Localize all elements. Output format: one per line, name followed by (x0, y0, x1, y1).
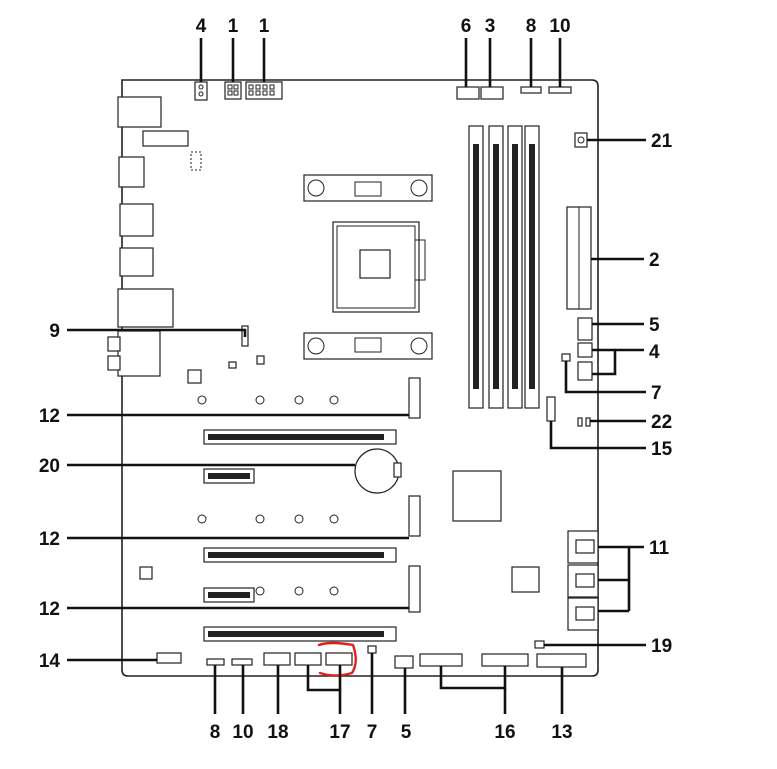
callout-left-14: 14 (39, 651, 61, 672)
pcie-x16-slot-2 (203, 547, 397, 563)
cpu-power-connector-8pin (245, 81, 283, 100)
pcie-x16-slot-1 (203, 429, 397, 445)
rear-io-panel (107, 96, 202, 377)
chipset (452, 470, 502, 522)
jumper-right-7 (561, 353, 571, 362)
callout-bottom-5: 5 (401, 722, 412, 743)
callout-top-6: 6 (461, 16, 472, 37)
led-header-bottom-10 (231, 658, 253, 666)
m2-vertical-connector-15 (546, 396, 556, 422)
sata-ports (567, 530, 599, 631)
callout-bottom-8: 8 (210, 722, 221, 743)
led-header-bottom-8 (206, 658, 225, 666)
m2-slot-3 (255, 565, 421, 613)
highlight-circle (317, 641, 357, 677)
led-header-top-8 (520, 86, 542, 94)
small-components-left (139, 355, 265, 580)
fan-header-top-6 (456, 86, 480, 100)
callout-top-1a: 1 (228, 16, 239, 37)
callout-right-21: 21 (651, 131, 673, 152)
callout-right-5: 5 (649, 315, 660, 336)
callout-top-4: 4 (196, 16, 207, 37)
callout-right-2: 2 (649, 250, 660, 271)
cpu-retention-bracket-top (303, 174, 433, 202)
callout-left-20: 20 (39, 456, 60, 477)
callout-left-12b: 12 (39, 529, 60, 550)
m2-slot-2 (197, 495, 421, 537)
header-bottom-13 (536, 653, 587, 668)
callout-right-22: 22 (651, 412, 672, 433)
pcie-x16-slot-3 (203, 626, 397, 642)
headers-bottom-17 (294, 652, 353, 666)
pcie-x1-slot-2 (203, 587, 255, 603)
callout-bottom-17: 17 (329, 722, 350, 743)
cpu-retention-bracket-bottom (303, 332, 433, 360)
jumper-right-19 (534, 640, 545, 649)
callout-right-19: 19 (651, 636, 672, 657)
fan-header-right-5 (577, 317, 593, 341)
callout-bottom-10: 10 (232, 722, 253, 743)
fan-header-bottom-5 (394, 655, 414, 669)
leader-lines (67, 38, 646, 714)
m2-slot-1 (197, 377, 421, 419)
fan-headers-right-4 (577, 342, 593, 381)
callout-left-9: 9 (49, 321, 60, 342)
cpu-socket (332, 221, 426, 313)
callout-bottom-16: 16 (494, 722, 515, 743)
callout-bottom-18: 18 (267, 722, 288, 743)
atx-24pin-connector (566, 206, 592, 310)
callout-top-10: 10 (549, 16, 570, 37)
jumper-bottom-7 (367, 645, 377, 654)
callout-top-8: 8 (526, 16, 537, 37)
cmos-battery (354, 448, 402, 494)
cpu-fan-header-top (194, 81, 208, 101)
header-bottom-18 (263, 652, 291, 666)
header-bottom-14 (156, 652, 182, 664)
callout-left-12c: 12 (39, 599, 60, 620)
callout-right-11: 11 (649, 538, 670, 559)
small-ic (511, 566, 540, 593)
pcie-x1-slot-1 (203, 468, 255, 484)
dimm-slots (468, 125, 540, 409)
callout-right-4: 4 (649, 342, 660, 363)
callout-right-15: 15 (651, 439, 673, 460)
fan-header-top-3 (480, 86, 504, 100)
callout-left-12a: 12 (39, 406, 60, 427)
callout-bottom-13: 13 (551, 722, 572, 743)
callout-top-3: 3 (485, 16, 496, 37)
callout-top-1b: 1 (259, 16, 270, 37)
led-header-top-10 (548, 86, 572, 94)
cpu-power-connector-4pin (224, 81, 242, 100)
callout-bottom-7: 7 (367, 722, 378, 743)
reset-button (574, 132, 588, 148)
callout-right-7: 7 (651, 383, 662, 404)
callout-labels: 4 1 1 6 3 8 10 21 2 5 4 7 22 15 11 19 9 … (39, 16, 673, 743)
